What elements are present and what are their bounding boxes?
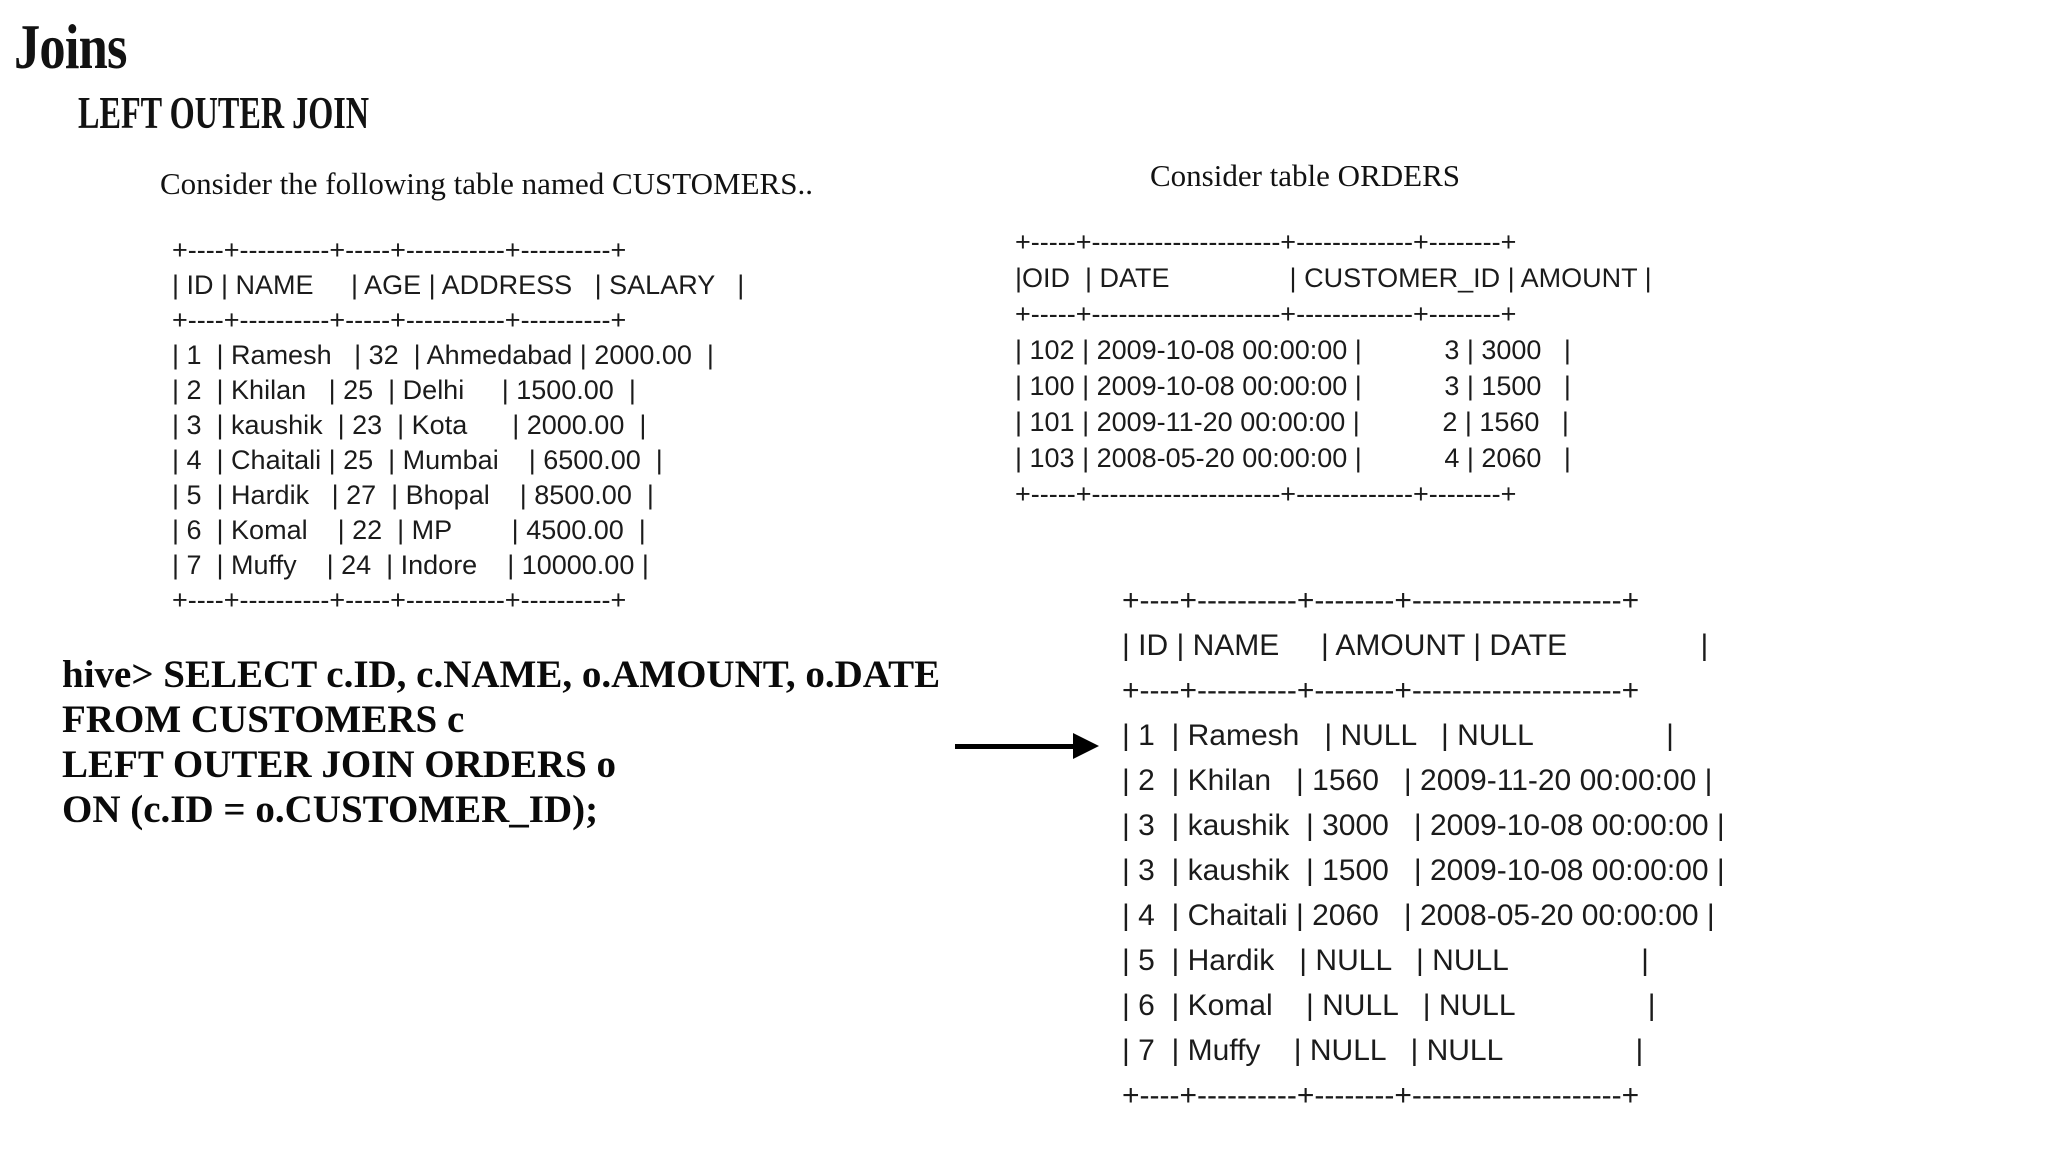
section-heading: LEFT OUTER JOIN bbox=[78, 87, 370, 138]
orders-ascii-table: +-----+---------------------+-----------… bbox=[1015, 227, 1652, 509]
page-title: Joins bbox=[14, 11, 127, 82]
orders-table-caption: Consider table ORDERS bbox=[1150, 158, 1460, 193]
customers-ascii-table: +----+----------+-----+-----------+-----… bbox=[172, 235, 745, 615]
arrow-head bbox=[1073, 733, 1099, 759]
customers-table-caption: Consider the following table named CUSTO… bbox=[160, 166, 813, 201]
right-arrow-icon bbox=[955, 733, 1101, 759]
join-result-ascii-table: +----+----------+--------+--------------… bbox=[1122, 584, 1725, 1112]
hive-query: hive> SELECT c.ID, c.NAME, o.AMOUNT, o.D… bbox=[62, 653, 941, 831]
arrow-line bbox=[955, 744, 1075, 749]
